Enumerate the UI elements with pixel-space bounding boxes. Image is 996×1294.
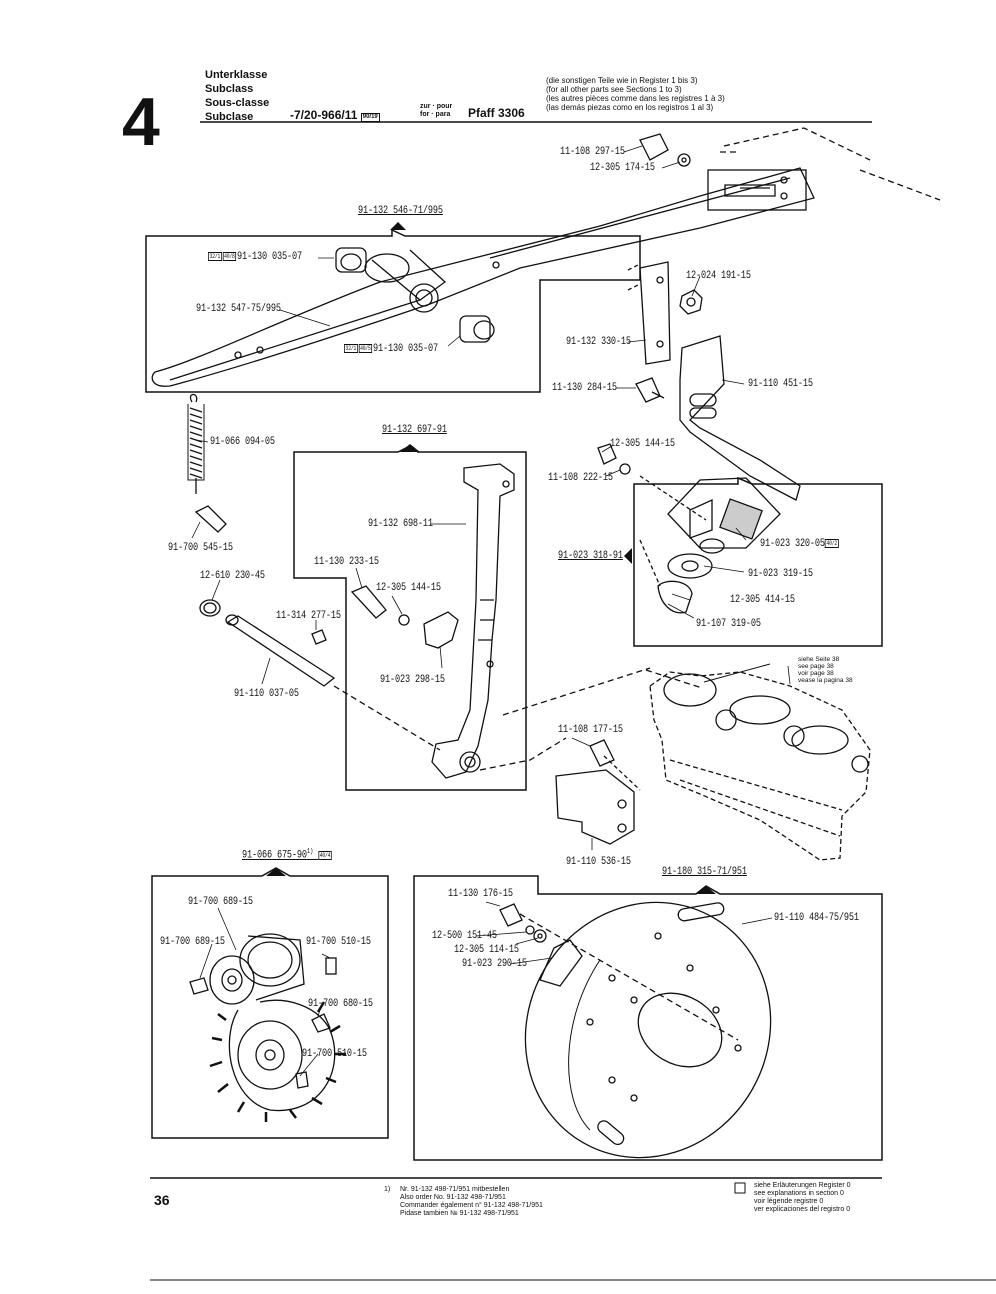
part-label: 91-700 510-15 xyxy=(302,1048,367,1060)
part-label: 12-024 191-15 xyxy=(686,270,751,282)
legend-line: ver explicaciones del registro 0 xyxy=(754,1206,851,1213)
footnote-line: Commander également n° 91-132 498-71/951 xyxy=(400,1202,543,1209)
legend-line: siehe Erläuterungen Register 0 xyxy=(754,1182,851,1189)
group-part-label: 91-180 315-71/951 xyxy=(662,866,747,878)
part-label: 91-132 547-75/995 xyxy=(196,303,281,315)
pin xyxy=(226,615,336,687)
part-label: 11-108 222-15 xyxy=(548,472,613,484)
part-label: 11-130 176-15 xyxy=(448,888,513,900)
part-label: 91-700 689-15 xyxy=(188,896,253,908)
part-label: 11-314 277-15 xyxy=(276,610,341,622)
part-label: 91-110 484-75/951 xyxy=(774,912,859,924)
part-label: 91-023 319-15 xyxy=(748,568,813,580)
part-label: 91-023 298-15 xyxy=(380,674,445,686)
section-number: 4 xyxy=(122,84,160,160)
group-part-label: 91-023 318-91 xyxy=(558,550,623,562)
note-es: (las demás piezas como en los registros … xyxy=(546,103,714,112)
part-label: 12-610 230-45 xyxy=(200,570,265,582)
main-lever-arm xyxy=(151,167,815,387)
part-label: 91-066 094-05 xyxy=(210,436,275,448)
part-label: 12-305 144-15 xyxy=(376,582,441,594)
bushing-lower xyxy=(459,315,491,343)
part-label: 91-110 536-15 xyxy=(566,856,631,868)
machine-frame xyxy=(649,671,871,861)
legend-line: voir légende registre 0 xyxy=(754,1198,824,1205)
see-page-fr: voir page 38 xyxy=(798,670,834,677)
part-label: 11-108 177-15 xyxy=(558,724,623,736)
group-part-label: 91-066 675-901) 40/4 xyxy=(242,848,332,862)
part-label: 12-500 151-45 xyxy=(432,930,497,942)
footnote-line: Also order No. 91-132 498-71/951 xyxy=(400,1194,506,1201)
part-label: 12-305 174-15 xyxy=(590,162,655,174)
part-label: 11-108 297-15 xyxy=(560,146,625,158)
part-label: 12-305 114-15 xyxy=(454,944,519,956)
part-label: 91-132 330-15 xyxy=(566,336,631,348)
see-page-es: vease la pagina 38 xyxy=(798,677,853,684)
group-part-label: 91-132 546-71/995 xyxy=(358,205,443,217)
footnote-mark: 1) xyxy=(384,1186,391,1193)
footnote-line: Nr. 91-132 498-71/951 mitbestellen xyxy=(400,1186,510,1193)
part-label: 91-110 037-05 xyxy=(234,688,299,700)
class-label-fr: Sous-classe xyxy=(205,97,270,109)
cam-disc xyxy=(524,901,772,1159)
part-label: 12-305 144-15 xyxy=(610,438,675,450)
footnote-line: Pidase tambien № 91-132 498-71/951 xyxy=(400,1210,519,1217)
legend-line: see explanations in section 0 xyxy=(754,1190,844,1197)
part-label: 12-305 414-15 xyxy=(730,594,795,606)
part-label: 91-700 510-15 xyxy=(306,936,371,948)
legend-box xyxy=(734,1182,746,1194)
part-label: 91-700 689-15 xyxy=(160,936,225,948)
part-label: 91-700 545-15 xyxy=(168,542,233,554)
part-label: 91-132 698-11 xyxy=(368,518,433,530)
machine-name: Pfaff 3306 xyxy=(468,106,525,120)
bushing-upper xyxy=(335,247,367,273)
part-label: 11-130 233-15 xyxy=(314,556,379,568)
class-label-es: Subclase xyxy=(205,111,254,123)
gear-assembly xyxy=(209,933,346,1122)
class-label-de: Unterklasse xyxy=(205,69,268,81)
code-box: 90/19 xyxy=(360,113,380,122)
part-label: 91-700 680-15 xyxy=(308,998,373,1010)
part-label: 91-107 319-05 xyxy=(696,618,761,630)
spring xyxy=(189,393,203,494)
note-fr: (les autres pièces comme dans les regist… xyxy=(546,94,725,103)
group-part-label: 91-132 697-91 xyxy=(382,424,447,436)
page-number: 36 xyxy=(154,1192,170,1208)
class-label-en: Subclass xyxy=(205,83,254,95)
note-en: (for all other parts see Sections 1 to 3… xyxy=(546,85,682,94)
subclass-code: -7/20-966/11 90/19 xyxy=(290,108,380,122)
see-page-de: siehe Seite 38 xyxy=(798,656,840,663)
part-label: 91-023 290-15 xyxy=(462,958,527,970)
link-lever xyxy=(431,463,515,779)
note-de: (die sonstigen Teile wie in Register 1 b… xyxy=(546,76,698,85)
part-label: 11-130 284-15 xyxy=(552,382,617,394)
part-label: 91-110 451-15 xyxy=(748,378,813,390)
see-page-en: see page 38 xyxy=(798,663,834,670)
